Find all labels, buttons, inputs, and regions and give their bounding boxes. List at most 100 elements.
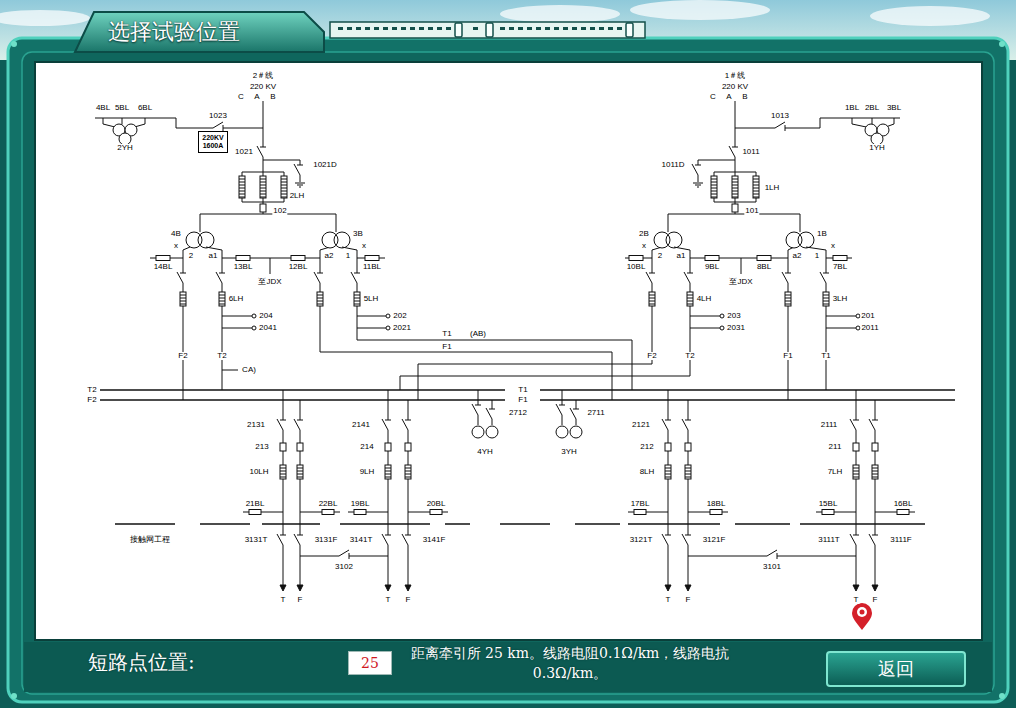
- bar-dash: [590, 27, 595, 30]
- diagram-label: F2: [86, 396, 97, 404]
- diagram-label: 19BL: [350, 500, 371, 508]
- coil-turn: [687, 301, 693, 302]
- coil-turn: [711, 179, 717, 180]
- coil-turn: [405, 477, 411, 478]
- bar-dash: [401, 27, 406, 30]
- pt-winding: [486, 426, 498, 438]
- wire: [668, 214, 669, 232]
- coil-turn: [872, 471, 878, 472]
- coil-turn: [753, 197, 759, 198]
- diagram-label: 1021D: [312, 161, 338, 169]
- resistor-symbol: [291, 256, 305, 261]
- disconnect-blade: [277, 534, 283, 545]
- coil-turn: [239, 179, 245, 180]
- ct-coil: [665, 465, 671, 479]
- arrow-head: [405, 585, 411, 591]
- diagram-label: 2LH: [289, 192, 306, 200]
- pt-winding: [570, 426, 582, 438]
- ground-symbol: [297, 185, 303, 186]
- diagram-label: 8LH: [639, 468, 656, 476]
- catenary-segment: [628, 523, 720, 525]
- diagram-label: 9LH: [359, 468, 376, 476]
- transformer-winding: [334, 232, 350, 248]
- diagram-label: 7BL: [832, 263, 848, 271]
- diagram-label: T: [853, 596, 860, 604]
- switch-contact: [872, 420, 878, 421]
- diagram-label: 1: [345, 252, 351, 260]
- cloud: [870, 6, 990, 26]
- switch-gap: [281, 535, 285, 545]
- node-text: 220KV 1600A: [202, 134, 223, 149]
- terminal-dot: [386, 326, 390, 330]
- switch-contact: [687, 273, 693, 274]
- coil-turn: [239, 182, 245, 183]
- switch-contact: [280, 535, 286, 536]
- diagram-label: 2011: [860, 324, 879, 332]
- bar-dash: [419, 27, 424, 30]
- diagram-label: C: [237, 93, 245, 101]
- ct-coil: [785, 292, 791, 306]
- switch-contact: [297, 535, 303, 536]
- coil-turn: [281, 179, 287, 180]
- ct-coil: [280, 465, 286, 479]
- switch-gap: [666, 535, 670, 545]
- coil-turn: [732, 188, 738, 189]
- resistor-symbol: [629, 256, 643, 261]
- diagram-label: x: [641, 242, 647, 250]
- pt-winding: [556, 426, 568, 438]
- test-stub: [826, 328, 856, 329]
- resistor-symbol: [634, 510, 646, 515]
- switch-gap: [873, 420, 877, 430]
- coil-turn: [687, 298, 693, 299]
- node-text: 25: [361, 655, 379, 671]
- disconnect-blade: [177, 272, 183, 283]
- switch-contact: [475, 405, 481, 406]
- coil-turn: [853, 471, 859, 472]
- arrow-head: [385, 585, 391, 591]
- coil-turn: [732, 185, 738, 186]
- ct-coil: [239, 176, 245, 198]
- cloud: [0, 10, 90, 26]
- cloud: [630, 0, 770, 20]
- resistor-symbol: [897, 510, 909, 515]
- breaker-symbol: [853, 443, 859, 451]
- diagram-label: T1: [441, 330, 452, 338]
- diagram-label: 3131F: [314, 536, 339, 544]
- traction-bus: [100, 389, 505, 391]
- ct-coil: [685, 465, 691, 479]
- disconnect-blade: [486, 408, 492, 419]
- ct-coil: [297, 465, 303, 479]
- diagram-label: 1B: [816, 230, 828, 238]
- coil-turn: [280, 468, 286, 469]
- switch-gap: [220, 273, 224, 283]
- diagram-label: F: [872, 596, 879, 604]
- info-text: 距离牵引所 25 km。线路电阻0.1Ω/km，线路电抗0.3Ω/km。: [405, 644, 735, 683]
- bar-dash: [338, 27, 343, 30]
- coil-turn: [711, 191, 717, 192]
- diagram-label: 1011: [741, 148, 760, 156]
- ct-coil: [317, 292, 323, 306]
- breaker-symbol: [732, 204, 738, 212]
- coil-turn: [649, 295, 655, 296]
- coil-turn: [239, 194, 245, 195]
- coil-turn: [665, 468, 671, 469]
- coil-turn: [405, 468, 411, 469]
- disconnect-blade: [402, 419, 408, 430]
- ground-branch: [698, 160, 735, 182]
- ground-branch: [263, 160, 300, 182]
- coil-turn: [354, 301, 360, 302]
- switch-contact: [385, 535, 391, 536]
- ground-symbol: [693, 183, 703, 184]
- coil-turn: [280, 477, 286, 478]
- coil-turn: [317, 301, 323, 302]
- diagram-label: 3YH: [560, 448, 578, 456]
- coil-turn: [385, 477, 391, 478]
- inner-frame: [22, 52, 994, 694]
- disconnect-blade: [682, 534, 688, 545]
- coil-turn: [281, 182, 287, 183]
- disconnect-blade: [213, 122, 223, 128]
- coil-turn: [280, 474, 286, 475]
- coil-turn: [317, 295, 323, 296]
- breaker-symbol: [297, 443, 303, 451]
- switch-gap: [386, 420, 390, 430]
